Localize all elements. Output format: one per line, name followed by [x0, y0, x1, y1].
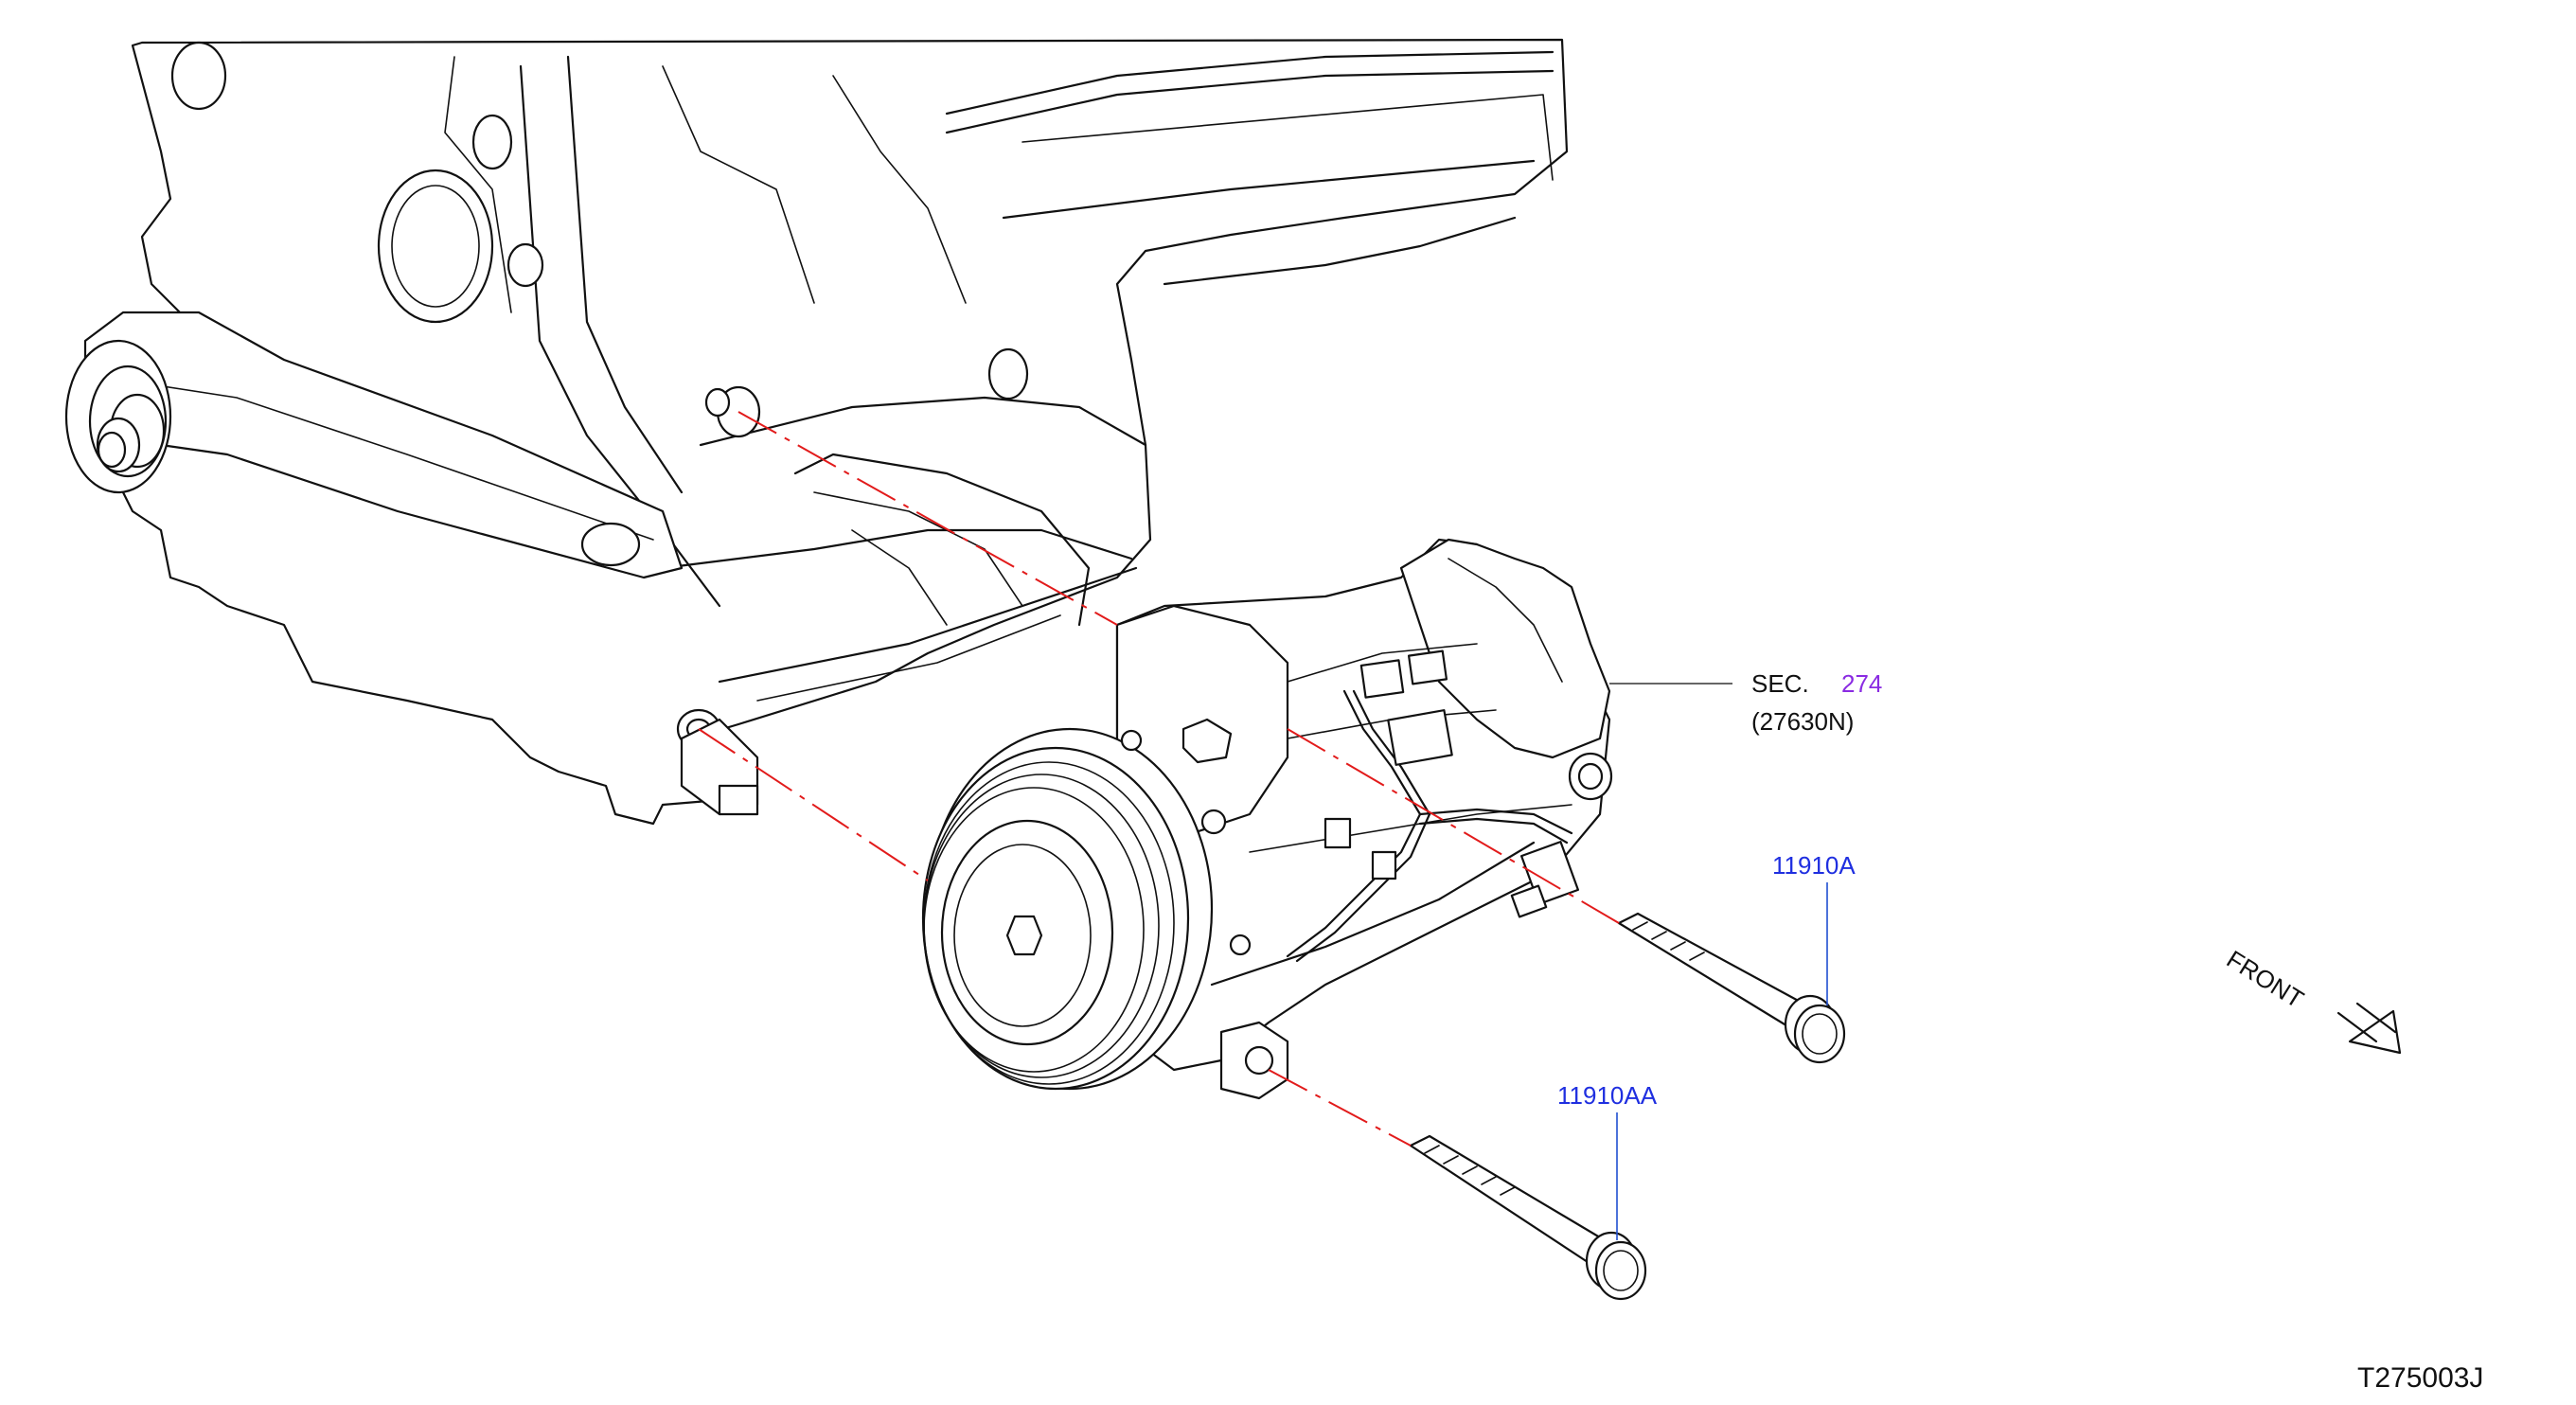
front-arrow-icon — [2336, 1002, 2402, 1055]
bolt-11910aa[interactable] — [1409, 1134, 1647, 1301]
front-label: FRONT — [2222, 945, 2309, 1014]
bolt-11910a[interactable] — [1617, 912, 1846, 1064]
section-number-link[interactable]: 274 — [1841, 669, 1882, 698]
ac-compressor[interactable] — [921, 538, 1613, 1100]
engine-block — [64, 38, 1569, 826]
callout-11910a[interactable]: 11910A — [1772, 851, 1856, 880]
callout-11910aa[interactable]: 11910AA — [1557, 1081, 1658, 1110]
section-part-number: (27630N) — [1751, 707, 1854, 736]
front-indicator: FRONT — [2222, 945, 2402, 1055]
section-prefix: SEC. — [1751, 669, 1809, 698]
alignment-centerlines — [698, 411, 1620, 1147]
drawing-code: T275003J — [2357, 1362, 2483, 1394]
